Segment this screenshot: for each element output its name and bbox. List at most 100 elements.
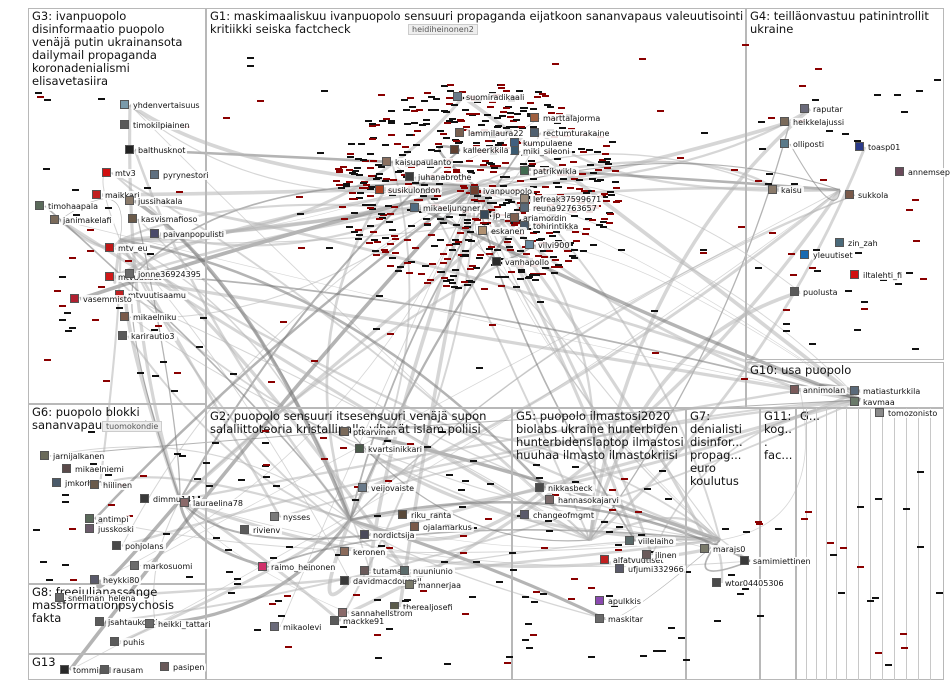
isolate-node-marker: [174, 372, 181, 374]
isolate-node-marker: [176, 191, 183, 193]
isolate-node-marker: [383, 178, 390, 180]
isolate-node-marker: [406, 134, 413, 136]
user-avatar: [330, 616, 339, 625]
node-label: miki_sileoni: [521, 147, 572, 156]
node-label: mannerjaa: [416, 581, 463, 590]
isolate-node-marker: [615, 544, 622, 546]
isolate-node-marker: [471, 199, 478, 201]
user-avatar: [120, 120, 129, 129]
isolate-node-marker: [44, 99, 51, 101]
graph-node: jonne36924395: [125, 269, 203, 280]
isolate-node-marker: [838, 592, 845, 594]
isolate-node-marker: [278, 615, 285, 617]
isolate-node-marker: [452, 243, 459, 245]
isolate-node-marker: [467, 231, 474, 233]
node-label: susikulondon: [386, 186, 442, 195]
isolate-node-marker: [500, 111, 507, 113]
isolate-node-marker: [355, 229, 362, 231]
isolate-node-marker: [683, 659, 690, 661]
isolate-node-marker: [440, 262, 447, 264]
graph-node: yleuutiset: [800, 250, 855, 261]
user-avatar: [120, 312, 129, 321]
isolate-node-marker: [351, 212, 358, 214]
isolate-node-marker: [424, 224, 431, 226]
graph-node: heykki80: [90, 575, 141, 586]
isolate-node-marker: [653, 650, 660, 652]
isolate-node-marker: [517, 278, 524, 280]
isolate-node-marker: [783, 330, 790, 332]
graph-node: rivienv: [240, 525, 282, 536]
isolate-node-marker: [340, 447, 347, 449]
graph-node: toasp01: [855, 142, 902, 153]
node-label: balthusknot: [136, 146, 187, 155]
isolate-node-marker: [498, 84, 505, 86]
isolate-node-marker: [532, 279, 539, 281]
isolate-node-marker: [362, 187, 369, 189]
isolate-node-marker: [367, 153, 374, 155]
isolate-node-marker: [409, 106, 416, 108]
isolate-node-marker: [609, 141, 616, 143]
graph-node: viilelaiho: [625, 536, 676, 547]
subgroup-column: [846, 408, 847, 680]
graph-node: markosuomi: [130, 561, 194, 572]
isolate-node-marker: [418, 273, 425, 275]
graph-node: hiilinen: [90, 480, 134, 491]
node-label: antimpi: [96, 515, 130, 524]
user-avatar: [405, 172, 414, 181]
isolate-node-marker: [341, 218, 348, 220]
isolate-node-marker: [518, 271, 525, 273]
isolate-node-marker: [88, 431, 95, 433]
isolate-node-marker: [568, 598, 575, 600]
isolate-node-marker: [297, 213, 304, 215]
graph-node: matiasturkkila: [850, 386, 922, 397]
user-avatar: [120, 100, 129, 109]
node-label: karirautio3: [129, 332, 177, 341]
node-label: mikaolevi: [281, 623, 323, 632]
isolate-node-marker: [422, 265, 429, 267]
isolate-node-marker: [404, 262, 411, 264]
isolate-node-marker: [668, 627, 675, 629]
isolate-node-marker: [179, 455, 186, 457]
user-avatar: [70, 294, 79, 303]
isolate-node-marker: [875, 498, 882, 500]
isolate-node-marker: [571, 257, 578, 259]
graph-node: riku_ranta: [398, 510, 453, 521]
isolate-node-marker: [885, 664, 892, 666]
isolate-node-marker: [59, 319, 66, 321]
isolate-node-marker: [62, 494, 69, 496]
isolate-node-marker: [854, 329, 861, 331]
isolate-node-marker: [228, 592, 235, 594]
graph-node: ptkarvinen: [340, 427, 398, 438]
node-label: olliposti: [791, 140, 826, 149]
isolate-node-marker: [378, 94, 385, 96]
isolate-node-marker: [470, 460, 477, 462]
isolate-node-marker: [651, 310, 658, 312]
user-avatar: [55, 593, 64, 602]
user-avatar: [360, 530, 369, 539]
group-g4: G4: teilläonvastuu patinintrollit ukrain…: [746, 8, 944, 360]
graph-node: marajs0: [700, 544, 747, 555]
graph-node: heikkelajussi: [780, 117, 846, 128]
isolate-node-marker: [482, 120, 489, 122]
isolate-node-marker: [386, 547, 393, 549]
isolate-node-marker: [366, 242, 373, 244]
isolate-node-marker: [404, 599, 411, 601]
graph-node: heikki_tattari: [145, 619, 212, 630]
isolate-node-marker: [728, 574, 735, 576]
isolate-node-marker: [567, 187, 574, 189]
isolate-node-marker: [440, 222, 447, 224]
isolate-node-marker: [469, 265, 476, 267]
node-label: rectumturakaine: [541, 129, 611, 138]
isolate-node-marker: [743, 531, 750, 533]
node-label: maskitar: [606, 615, 645, 624]
user-avatar: [405, 580, 414, 589]
subgroup-column: [826, 408, 827, 680]
isolate-node-marker: [473, 561, 480, 563]
isolate-node-marker: [571, 215, 578, 217]
isolate-node-marker: [612, 170, 619, 172]
isolate-node-marker: [412, 247, 419, 249]
graph-node: annemsep: [895, 167, 950, 178]
user-avatar: [740, 556, 749, 565]
isolate-node-marker: [286, 546, 293, 548]
isolate-node-marker: [508, 271, 515, 273]
